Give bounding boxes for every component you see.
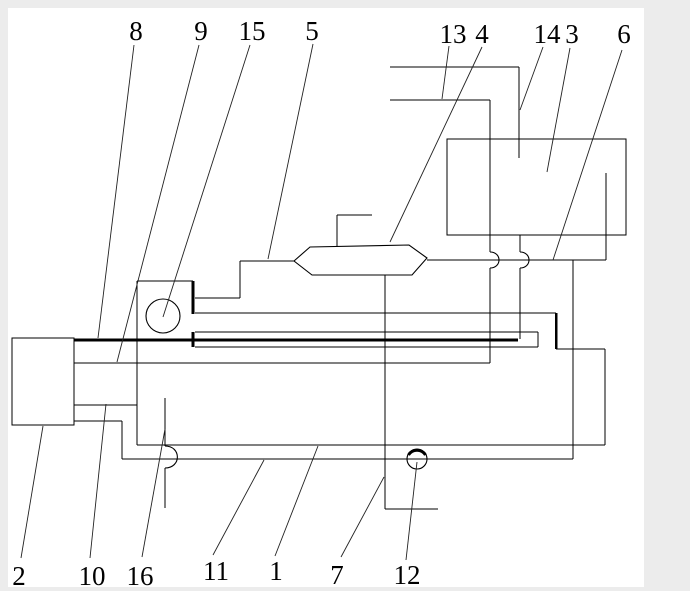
reference-numeral-2: 2 [12,561,26,591]
control-box-3 [446,138,627,236]
burner-nozzle-4 [293,244,428,276]
leader-line-14 [519,46,544,111]
reference-numeral-16: 16 [127,561,154,591]
port-12-bold-top-arc [407,448,427,456]
reference-numeral-10: 10 [79,561,106,591]
hop-pipe13-over-pipe6 [489,251,500,269]
reference-numeral-7: 7 [330,560,344,590]
leader-line-3 [546,47,571,173]
reference-numeral-3: 3 [565,19,579,49]
terminal-box-2 [11,337,75,426]
leader-line-2 [20,425,44,559]
reference-numeral-13: 13 [440,19,467,49]
reference-numeral-12: 12 [394,560,421,590]
drawing-paper [8,8,644,587]
reference-numeral-14: 14 [534,19,562,49]
reference-numeral-6: 6 [617,19,631,49]
hop-rodlink-over-pipe6 [519,251,530,269]
reference-numeral-8: 8 [129,16,143,46]
leader-line-5 [267,43,314,260]
leader-line-4 [389,46,483,243]
leader-line-11 [212,459,265,556]
leader-line-16 [141,428,166,558]
leader-line-13 [441,45,450,100]
reference-numeral-5: 5 [305,16,319,46]
leader-line-8 [97,44,135,339]
leader-line-7 [340,476,385,558]
leader-line-15 [162,44,251,318]
leader-line-6 [552,49,623,261]
sensor-circle-15 [145,298,181,334]
reference-numeral-15: 15 [239,16,266,46]
reference-numeral-4: 4 [475,19,489,49]
leader-line-10 [89,403,107,559]
reference-numeral-9: 9 [194,16,208,46]
hop-probe16-over-shell [164,445,178,469]
reference-numeral-1: 1 [269,556,283,586]
leader-line-1 [274,445,319,557]
reference-numeral-11: 11 [203,556,229,586]
leader-line-9 [116,44,200,363]
leader-line-12 [405,461,418,561]
